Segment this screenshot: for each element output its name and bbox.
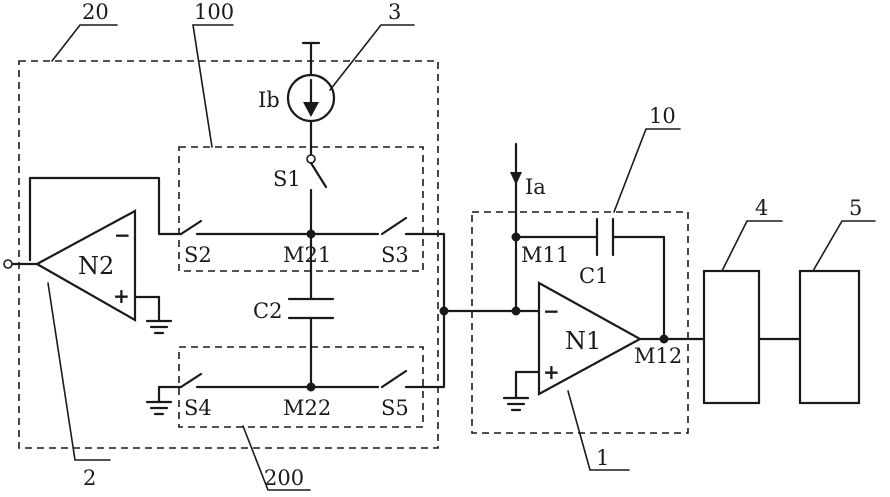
- label-4: 4: [755, 196, 768, 220]
- leader-3: [329, 24, 415, 91]
- wire-c1-m12: [611, 235, 666, 341]
- block-20-outline: [18, 60, 439, 449]
- current-arrow-ia: [510, 172, 522, 185]
- amplifier-n1-body: [537, 281, 643, 396]
- label-100: 100: [194, 0, 234, 24]
- node-m12-dot: [659, 334, 669, 344]
- switch-s4-blade: [179, 372, 203, 389]
- amplifier-n1: [502, 281, 706, 412]
- leader-4: [721, 220, 783, 272]
- label-ia: Ia: [525, 175, 546, 199]
- label-n2: N2: [78, 252, 114, 280]
- switch-s2-blade: [179, 219, 203, 236]
- n2-minus-sign: −: [114, 223, 131, 247]
- switch-s3-blade: [380, 216, 408, 236]
- label-3: 3: [388, 0, 401, 24]
- leader-2: [47, 282, 111, 461]
- node-junction-dot: [439, 306, 449, 316]
- output-terminal-n2: [3, 259, 13, 269]
- leader-5: [812, 220, 876, 272]
- label-ib: Ib: [258, 88, 280, 112]
- leader-lines: [47, 24, 876, 491]
- node-m21-dot: [306, 229, 316, 239]
- label-c2: C2: [253, 299, 282, 323]
- label-5: 5: [849, 196, 862, 220]
- leader-1: [567, 390, 630, 471]
- switch-s1: [306, 154, 328, 301]
- label-s2: S2: [184, 243, 212, 267]
- amplifier-n2: [3, 209, 173, 335]
- upper-switch-row: [28, 176, 446, 313]
- label-m11: M11: [521, 243, 569, 267]
- current-arrow-ib-head: [303, 102, 319, 117]
- label-s5: S5: [381, 396, 409, 420]
- leader-20: [51, 24, 118, 62]
- current-source-ib: [286, 41, 336, 157]
- leader-10: [613, 128, 681, 213]
- label-m21: M21: [283, 243, 331, 267]
- block-100-outline: [178, 146, 424, 272]
- label-m22: M22: [283, 396, 331, 420]
- label-s3: S3: [381, 243, 409, 267]
- label-10: 10: [649, 104, 676, 128]
- switch-s5-blade: [380, 369, 408, 389]
- n2-plus-sign: +: [113, 284, 130, 308]
- label-1: 1: [596, 446, 609, 470]
- amplifier-n2-body: [34, 209, 137, 322]
- block-4: [702, 269, 761, 405]
- block-5: [798, 269, 861, 405]
- label-n1: N1: [565, 327, 601, 355]
- switch-s1-blade: [309, 161, 328, 189]
- n1-minus-sign: −: [543, 299, 560, 323]
- label-200: 200: [264, 466, 304, 490]
- leader-100: [192, 24, 234, 148]
- node-m22-dot: [306, 382, 316, 392]
- label-s4: S4: [184, 396, 212, 420]
- capacitor-c2: [287, 297, 335, 389]
- label-m12: M12: [634, 344, 682, 368]
- label-c1: C1: [579, 264, 608, 288]
- labels: 20 100 3 10 4 5 2 200 1 Ib Ia S1 S2 S3 S…: [78, 0, 862, 490]
- switch-s1-contact: [306, 154, 316, 164]
- n1-plus-sign: +: [543, 360, 560, 384]
- leader-200: [242, 425, 311, 491]
- block-200-outline: [178, 346, 424, 428]
- wire-s3-junction: [404, 232, 446, 313]
- label-20: 20: [82, 0, 109, 24]
- wire-n2-feedback: [28, 176, 183, 262]
- n1-input-wiring: [439, 142, 666, 341]
- lower-switch-row: [145, 309, 446, 416]
- wire-s5-junction: [404, 309, 446, 389]
- label-2: 2: [83, 466, 96, 490]
- label-s1: S1: [273, 167, 301, 191]
